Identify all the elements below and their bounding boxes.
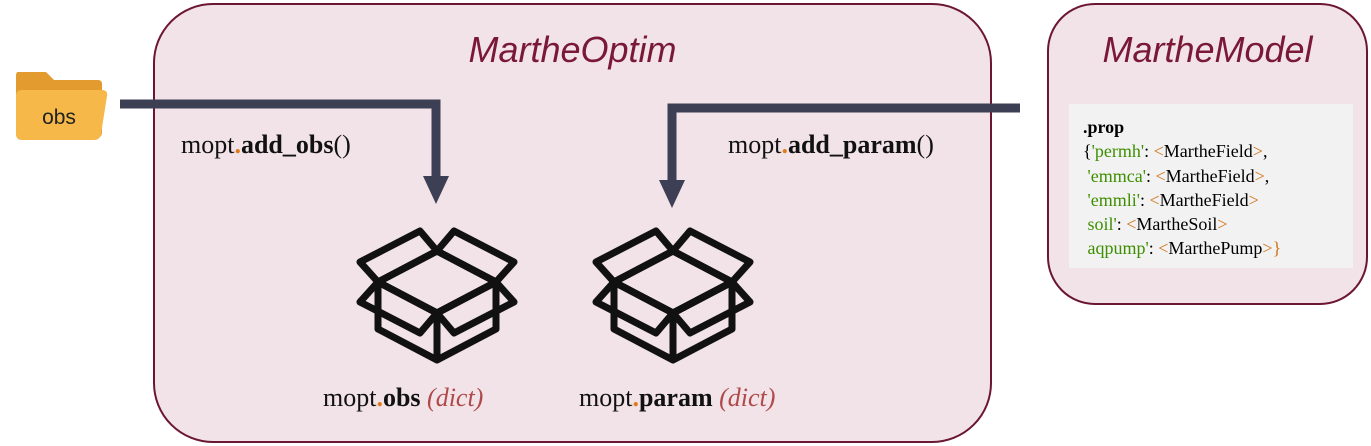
- call-object: mopt: [728, 130, 782, 159]
- prop-heading: .prop: [1083, 117, 1125, 137]
- prop-entry: {'permh': <MartheField>,: [1083, 139, 1353, 163]
- angle-open: <: [1153, 141, 1164, 162]
- add-param-call: mopt.add_param(): [728, 132, 934, 158]
- obs-box-icon: [356, 227, 518, 364]
- angle-open: <: [1155, 165, 1166, 186]
- entry-value: MartheField: [1165, 165, 1255, 186]
- call-parens: (): [333, 130, 351, 159]
- entry-key: aqpump': [1087, 238, 1149, 259]
- angle-close: >: [1248, 189, 1259, 210]
- param-box-icon: [592, 227, 754, 364]
- entry-sep: :: [1116, 214, 1127, 235]
- add-obs-call: mopt.add_obs(): [181, 132, 351, 158]
- angle-close: >: [1262, 238, 1273, 259]
- prop-entry: 'emmca': <MartheField>,: [1083, 164, 1353, 188]
- call-object: mopt: [181, 130, 235, 159]
- entry-suffix: ,: [1262, 141, 1268, 162]
- angle-close: >: [1217, 214, 1228, 235]
- obs-arrowhead: [423, 176, 449, 204]
- entry-prefix: {: [1083, 141, 1092, 162]
- entry-value: MartheSoil: [1136, 214, 1218, 235]
- entry-sep: :: [1144, 141, 1154, 162]
- obs-arrow: [120, 99, 441, 178]
- angle-close: >: [1252, 141, 1263, 162]
- entry-sep: :: [1145, 165, 1156, 186]
- entry-value: MartheField: [1159, 189, 1249, 210]
- entry-suffix: }: [1272, 238, 1282, 259]
- entry-value: MartheField: [1163, 141, 1253, 162]
- store-dot: .: [632, 383, 639, 412]
- entry-key: 'permh': [1091, 141, 1145, 162]
- store-type: (dict): [719, 383, 776, 412]
- store-object: mopt: [323, 383, 377, 412]
- marthe-optim-panel: MartheOptim: [153, 3, 992, 443]
- obs-store-label: mopt.obs (dict): [323, 385, 483, 411]
- angle-open: <: [1149, 189, 1160, 210]
- store-dot: .: [376, 383, 383, 412]
- angle-open: <: [1158, 238, 1169, 259]
- entry-sep: :: [1148, 238, 1159, 259]
- marthe-model-title: MartheModel: [1102, 29, 1313, 70]
- entry-sep: :: [1139, 189, 1150, 210]
- prop-code-box: .prop {'permh': <MartheField>, 'emmca': …: [1069, 104, 1353, 268]
- entry-value: MarthePump: [1168, 238, 1263, 259]
- store-attr: param: [638, 383, 713, 412]
- angle-open: <: [1126, 214, 1137, 235]
- entry-key: 'emmca': [1087, 165, 1146, 186]
- prop-entry: aqpump': <MarthePump>}: [1083, 236, 1353, 260]
- call-parens: (): [916, 130, 934, 159]
- entry-suffix: ,: [1264, 165, 1270, 186]
- store-object: mopt: [579, 383, 633, 412]
- store-type: (dict): [427, 383, 484, 412]
- folder-label: obs: [42, 106, 76, 129]
- prop-entry: 'emmli': <MartheField>: [1083, 188, 1353, 212]
- param-arrow: [667, 103, 1020, 182]
- call-dot: .: [781, 130, 788, 159]
- entry-key: 'emmli': [1087, 189, 1140, 210]
- call-method: add_obs: [240, 130, 334, 159]
- entry-key: soil': [1087, 214, 1117, 235]
- prop-entry: soil': <MartheSoil>: [1083, 212, 1353, 236]
- param-store-label: mopt.param (dict): [579, 385, 775, 411]
- call-method: add_param: [787, 130, 917, 159]
- folder-icon: [16, 72, 108, 140]
- store-attr: obs: [382, 383, 421, 412]
- param-arrowhead: [659, 180, 685, 208]
- call-dot: .: [234, 130, 241, 159]
- marthe-optim-title: MartheOptim: [468, 29, 677, 70]
- angle-close: >: [1254, 165, 1265, 186]
